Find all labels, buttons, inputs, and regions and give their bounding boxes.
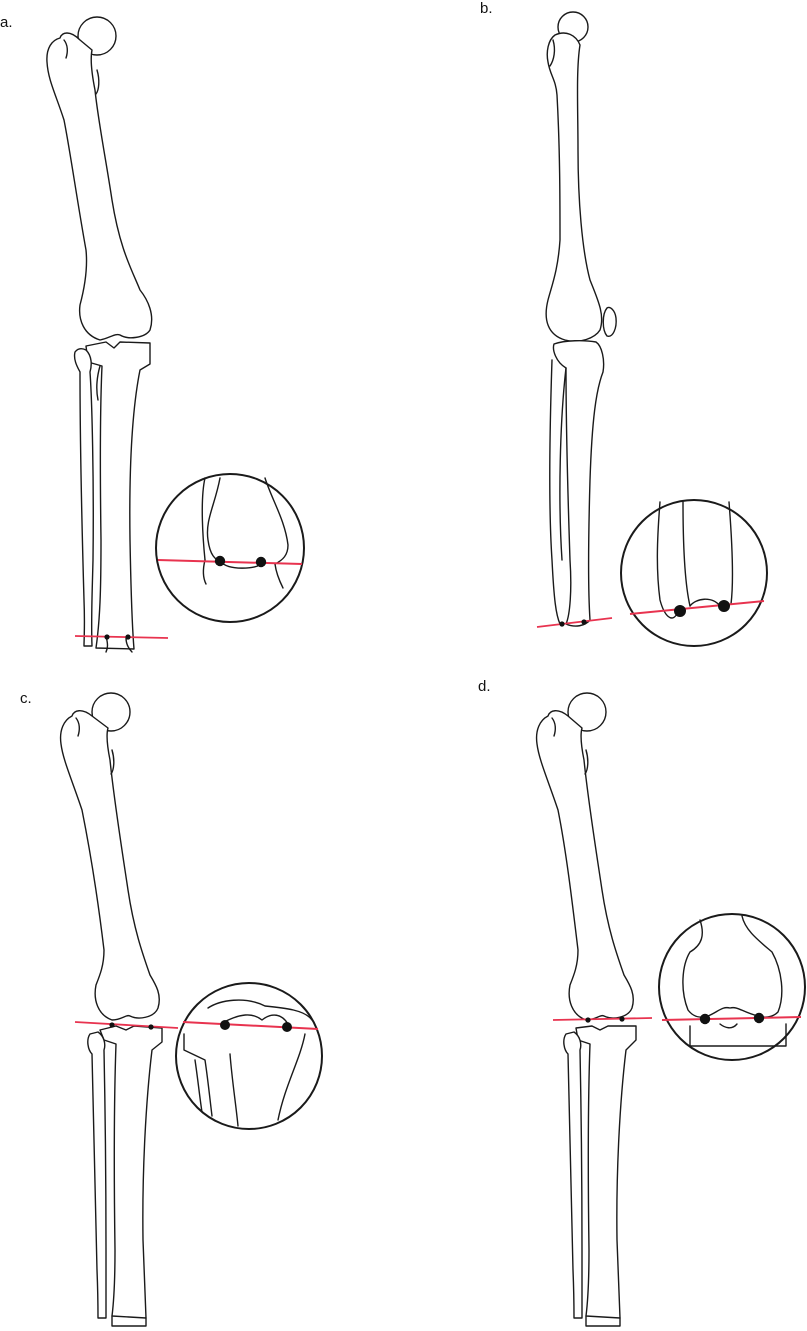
inset-a-landmark-1 bbox=[214, 555, 226, 567]
inset-d-landmark-2 bbox=[753, 1012, 765, 1024]
landmark-c-2 bbox=[148, 1024, 154, 1030]
inset-a-reference-line bbox=[157, 559, 303, 565]
landmark-c-1 bbox=[109, 1022, 115, 1028]
inset-d bbox=[658, 913, 806, 1061]
reference-line-c bbox=[74, 1021, 179, 1029]
landmark-b-1 bbox=[559, 621, 565, 627]
reference-line-a bbox=[74, 635, 169, 639]
inset-b bbox=[620, 499, 768, 647]
tibia-fibula-b bbox=[548, 339, 605, 627]
landmark-d-1 bbox=[585, 1017, 591, 1023]
inset-d-landmark-1 bbox=[699, 1013, 711, 1025]
reference-line-b bbox=[536, 617, 613, 628]
inset-c-reference-line bbox=[182, 1021, 319, 1030]
tibia-fibula-d bbox=[563, 1025, 637, 1327]
panel-label-a: a. bbox=[0, 14, 13, 31]
inset-d-reference-line bbox=[661, 1016, 802, 1021]
panel-c bbox=[59, 692, 323, 1327]
femur-a bbox=[46, 16, 153, 341]
inset-b-landmark-1 bbox=[674, 605, 686, 617]
panel-label-c: c. bbox=[20, 690, 32, 707]
panel-a bbox=[46, 16, 305, 653]
tibia-fibula-a bbox=[73, 341, 151, 653]
landmark-b-2 bbox=[581, 619, 587, 625]
landmark-d-2 bbox=[619, 1016, 625, 1022]
tibia-fibula-c bbox=[87, 1025, 163, 1327]
inset-a bbox=[155, 473, 305, 623]
inset-b-reference-line bbox=[629, 600, 765, 615]
inset-b-landmark-2 bbox=[718, 600, 730, 612]
inset-c-landmark-1 bbox=[220, 1020, 230, 1030]
femur-c bbox=[59, 692, 160, 1021]
inset-c bbox=[175, 982, 323, 1130]
femur-b bbox=[545, 11, 617, 342]
panel-b bbox=[536, 11, 768, 647]
inset-c-landmark-2 bbox=[282, 1022, 292, 1032]
femur-d bbox=[535, 692, 634, 1021]
inset-a-landmark-2 bbox=[255, 556, 267, 568]
panel-label-b: b. bbox=[480, 0, 493, 17]
panel-label-d: d. bbox=[478, 678, 491, 695]
panel-d bbox=[535, 692, 806, 1327]
reference-line-d bbox=[552, 1017, 653, 1021]
landmark-a-2 bbox=[125, 634, 131, 640]
landmark-a-1 bbox=[104, 634, 110, 640]
